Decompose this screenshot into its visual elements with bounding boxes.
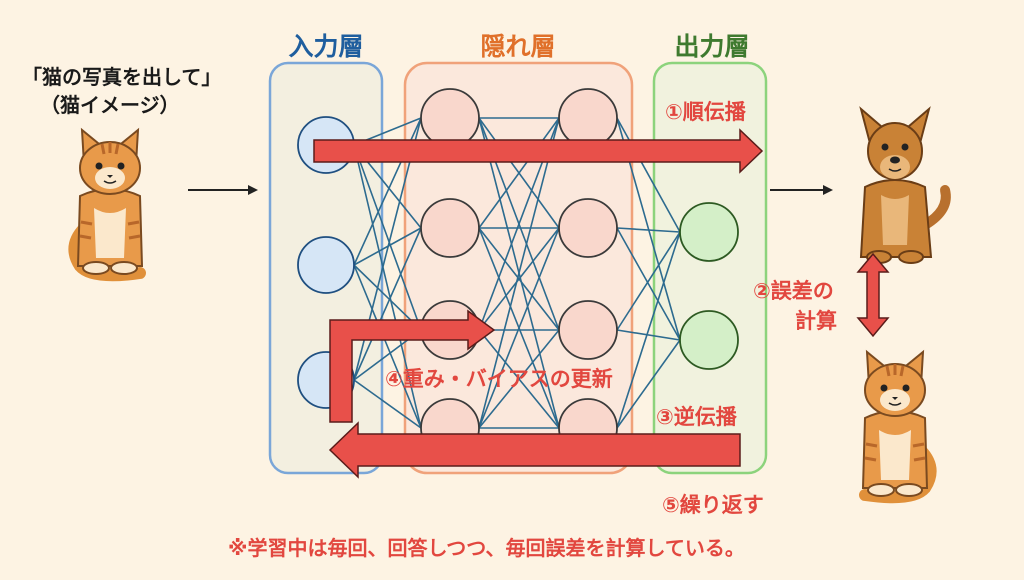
connection-line bbox=[478, 117, 560, 229]
backward-label: ③逆伝播 bbox=[656, 405, 738, 429]
update-arrow bbox=[329, 309, 496, 423]
connection-line bbox=[478, 227, 560, 331]
input-node-2 bbox=[297, 236, 355, 294]
connection-line bbox=[616, 231, 681, 429]
hidden-layer-title: 隠れ層 bbox=[480, 32, 555, 61]
hidden2-node-1 bbox=[558, 88, 618, 148]
cat-icon bbox=[68, 127, 146, 282]
connection-line bbox=[616, 231, 681, 331]
connection-line bbox=[353, 264, 422, 331]
connection-line bbox=[353, 144, 422, 429]
repeat-label: ⑤繰り返す bbox=[662, 493, 764, 517]
forward-label: ①順伝播 bbox=[665, 100, 747, 124]
connection-line bbox=[478, 117, 560, 429]
connection-line bbox=[616, 227, 681, 341]
connection-line bbox=[616, 339, 681, 429]
connection-line bbox=[478, 227, 560, 429]
output-node-1 bbox=[679, 202, 739, 262]
hidden2-node-2 bbox=[558, 198, 618, 258]
output-layer-box bbox=[652, 61, 768, 475]
dog-icon bbox=[859, 106, 951, 264]
output-arrow bbox=[770, 185, 833, 195]
footnote: ※学習中は毎回、回答しつつ、毎回誤差を計算している。 bbox=[228, 536, 745, 560]
connection-line bbox=[353, 379, 422, 429]
error-label-line2: 計算 bbox=[795, 309, 837, 333]
hidden1-node-1 bbox=[420, 88, 480, 148]
hidden2-node-3 bbox=[558, 300, 618, 360]
connection-line bbox=[353, 144, 422, 331]
connection-line bbox=[353, 227, 422, 381]
connection-line bbox=[616, 117, 681, 233]
connection-line bbox=[478, 329, 560, 429]
input-arrow bbox=[188, 185, 258, 195]
backward-arrow bbox=[328, 421, 741, 479]
error-arrow bbox=[856, 252, 890, 338]
input-caption-line2: （猫イメージ） bbox=[40, 93, 180, 117]
hidden1-node-2 bbox=[420, 198, 480, 258]
connection-line bbox=[616, 227, 681, 233]
error-label-line1: ②誤差の bbox=[753, 279, 834, 303]
input-caption-line1: 「猫の写真を出して」 bbox=[22, 65, 221, 89]
connection-line bbox=[353, 264, 422, 429]
input-layer-title: 入力層 bbox=[288, 32, 363, 61]
forward-arrow bbox=[313, 128, 764, 174]
cat-icon bbox=[859, 349, 937, 504]
update-label: ④重み・バイアスの更新 bbox=[385, 367, 613, 391]
output-layer-title: 出力層 bbox=[674, 32, 749, 61]
output-node-2 bbox=[679, 310, 739, 370]
connection-line bbox=[616, 329, 681, 341]
